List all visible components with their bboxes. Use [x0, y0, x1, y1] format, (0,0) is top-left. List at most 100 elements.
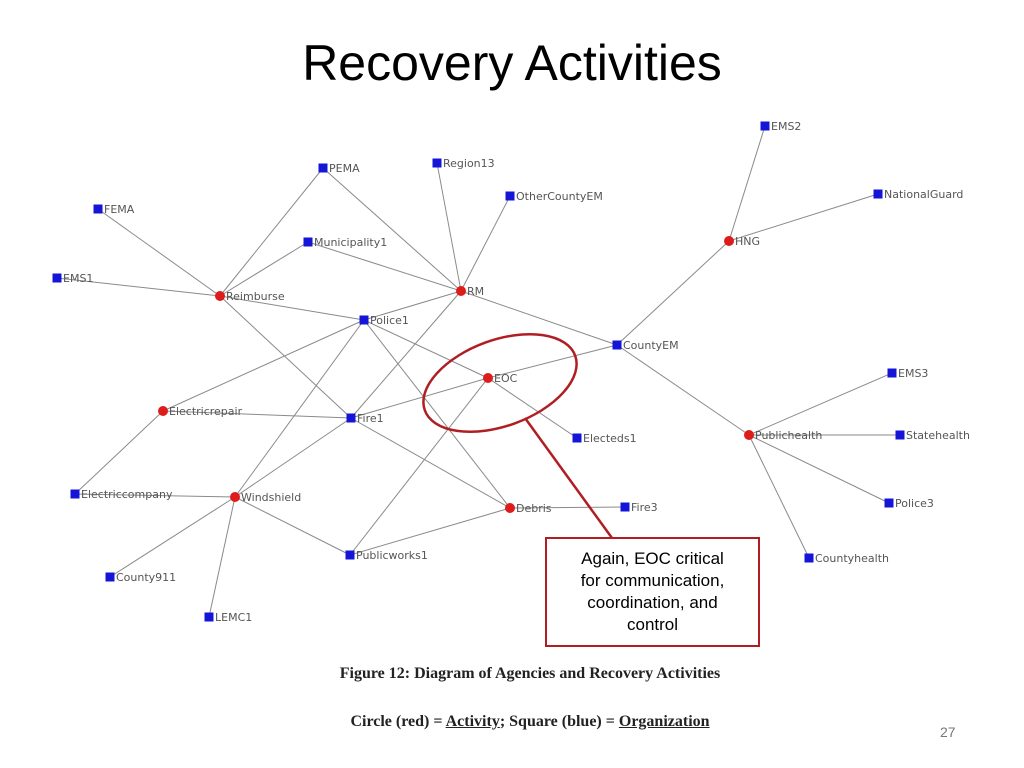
- organization-square-icon: [572, 433, 582, 443]
- edge-police1-windshield: [234, 319, 365, 498]
- callout-pointer: [523, 417, 614, 539]
- node-label: Electeds1: [583, 432, 637, 445]
- edge-police1-eoc: [363, 319, 489, 379]
- node-statehealth: Statehealth: [895, 429, 970, 442]
- activity-circle-icon: [505, 503, 515, 513]
- node-label: EMS2: [771, 120, 801, 133]
- node-label: County911: [116, 571, 176, 584]
- node-label: CountyEM: [623, 339, 679, 352]
- organization-square-icon: [620, 502, 630, 512]
- edge-electricrepair-fire1: [162, 410, 352, 419]
- node-countyem: CountyEM: [612, 339, 679, 352]
- node-reimburse: Reimburse: [215, 290, 285, 303]
- edge-nationalguard-hng: [728, 193, 879, 242]
- edge-eoc-fire1: [350, 377, 489, 419]
- node-label: Fire1: [357, 412, 384, 425]
- node-police1: Police1: [359, 314, 409, 327]
- edge-fire1-debris: [350, 417, 511, 509]
- node-label: Electricrepair: [169, 405, 243, 418]
- eoc-highlight-ellipse: [422, 332, 578, 434]
- page-number: 27: [940, 724, 956, 740]
- node-label: Fire3: [631, 501, 658, 514]
- activity-circle-icon: [158, 406, 168, 416]
- activity-circle-icon: [230, 492, 240, 502]
- edge-ems2-hng: [728, 125, 766, 242]
- activity-circle-icon: [724, 236, 734, 246]
- legend-organization: Organization: [618, 713, 710, 730]
- node-countyhealth: Countyhealth: [804, 552, 889, 565]
- callout-box: Again, EOC critical for communication, c…: [545, 537, 760, 647]
- organization-square-icon: [105, 572, 115, 582]
- organization-square-icon: [93, 204, 103, 214]
- edge-publichealth-police3: [748, 434, 890, 504]
- edge-eoc-publicworks1: [349, 377, 489, 556]
- node-eoc: EOC: [483, 372, 518, 385]
- edge-othercountyem-rm: [460, 195, 511, 292]
- edge-rm-countyem: [460, 290, 618, 346]
- node-label: Countyhealth: [815, 552, 889, 565]
- node-label: Municipality1: [314, 236, 387, 249]
- activity-circle-icon: [483, 373, 493, 383]
- node-label: Electriccompany: [81, 488, 173, 501]
- node-label: Reimburse: [226, 290, 285, 303]
- activity-circle-icon: [744, 430, 754, 440]
- figure-caption: Figure 12: Diagram of Agencies and Recov…: [339, 665, 721, 682]
- node-label: EOC: [494, 372, 518, 385]
- callout-text: Again, EOC critical for communication, c…: [580, 549, 725, 634]
- organization-square-icon: [887, 368, 897, 378]
- edge-fema-reimburse: [97, 208, 221, 297]
- edge-electricrepair-electriccompany: [74, 410, 164, 495]
- edge-reimburse-fire1: [219, 295, 352, 419]
- organization-square-icon: [612, 340, 622, 350]
- activity-circle-icon: [456, 286, 466, 296]
- node-police3: Police3: [884, 497, 934, 510]
- edge-countyem-publichealth: [616, 344, 750, 436]
- node-label: Publichealth: [755, 429, 822, 442]
- legend-part1: Circle (red) =: [350, 713, 446, 730]
- organization-square-icon: [804, 553, 814, 563]
- organization-square-icon: [204, 612, 214, 622]
- activity-circle-icon: [215, 291, 225, 301]
- edge-eoc-electeds1: [487, 377, 578, 439]
- node-label: Windshield: [241, 491, 301, 504]
- node-fire3: Fire3: [620, 501, 658, 514]
- edge-region13-rm: [436, 162, 462, 292]
- node-label: Publicworks1: [356, 549, 428, 562]
- legend-activity: Activity: [445, 713, 500, 730]
- node-pema: PEMA: [318, 162, 360, 175]
- node-label: NationalGuard: [884, 188, 963, 201]
- node-hng: HNG: [724, 235, 760, 248]
- node-debris: Debris: [505, 502, 552, 515]
- organization-square-icon: [873, 189, 883, 199]
- edge-police1-electricrepair: [162, 319, 365, 412]
- node-label: Region13: [443, 157, 495, 170]
- node-label: OtherCountyEM: [516, 190, 603, 203]
- organization-square-icon: [895, 430, 905, 440]
- organization-square-icon: [760, 121, 770, 131]
- node-label: HNG: [735, 235, 760, 248]
- node-ems1: EMS1: [52, 272, 93, 285]
- organization-square-icon: [345, 550, 355, 560]
- node-label: LEMC1: [215, 611, 252, 624]
- node-region13: Region13: [432, 157, 495, 170]
- node-label: Police1: [370, 314, 409, 327]
- edge-municipality1-reimburse: [219, 241, 309, 297]
- node-rm: RM: [456, 285, 484, 298]
- node-fema: FEMA: [93, 203, 135, 216]
- edge-pema-rm: [322, 167, 462, 292]
- organization-square-icon: [303, 237, 313, 247]
- legend-part2: ; Square (blue) =: [499, 713, 619, 730]
- node-publicworks1: Publicworks1: [345, 549, 428, 562]
- edge-windshield-publicworks1: [234, 496, 351, 556]
- node-label: PEMA: [329, 162, 360, 175]
- node-fire1: Fire1: [346, 412, 384, 425]
- diagram-edges: [56, 125, 900, 618]
- edge-fire1-windshield: [234, 417, 352, 498]
- node-label: Police3: [895, 497, 934, 510]
- organization-square-icon: [52, 273, 62, 283]
- edge-municipality1-rm: [307, 241, 462, 292]
- edge-electriccompany-windshield: [74, 493, 236, 498]
